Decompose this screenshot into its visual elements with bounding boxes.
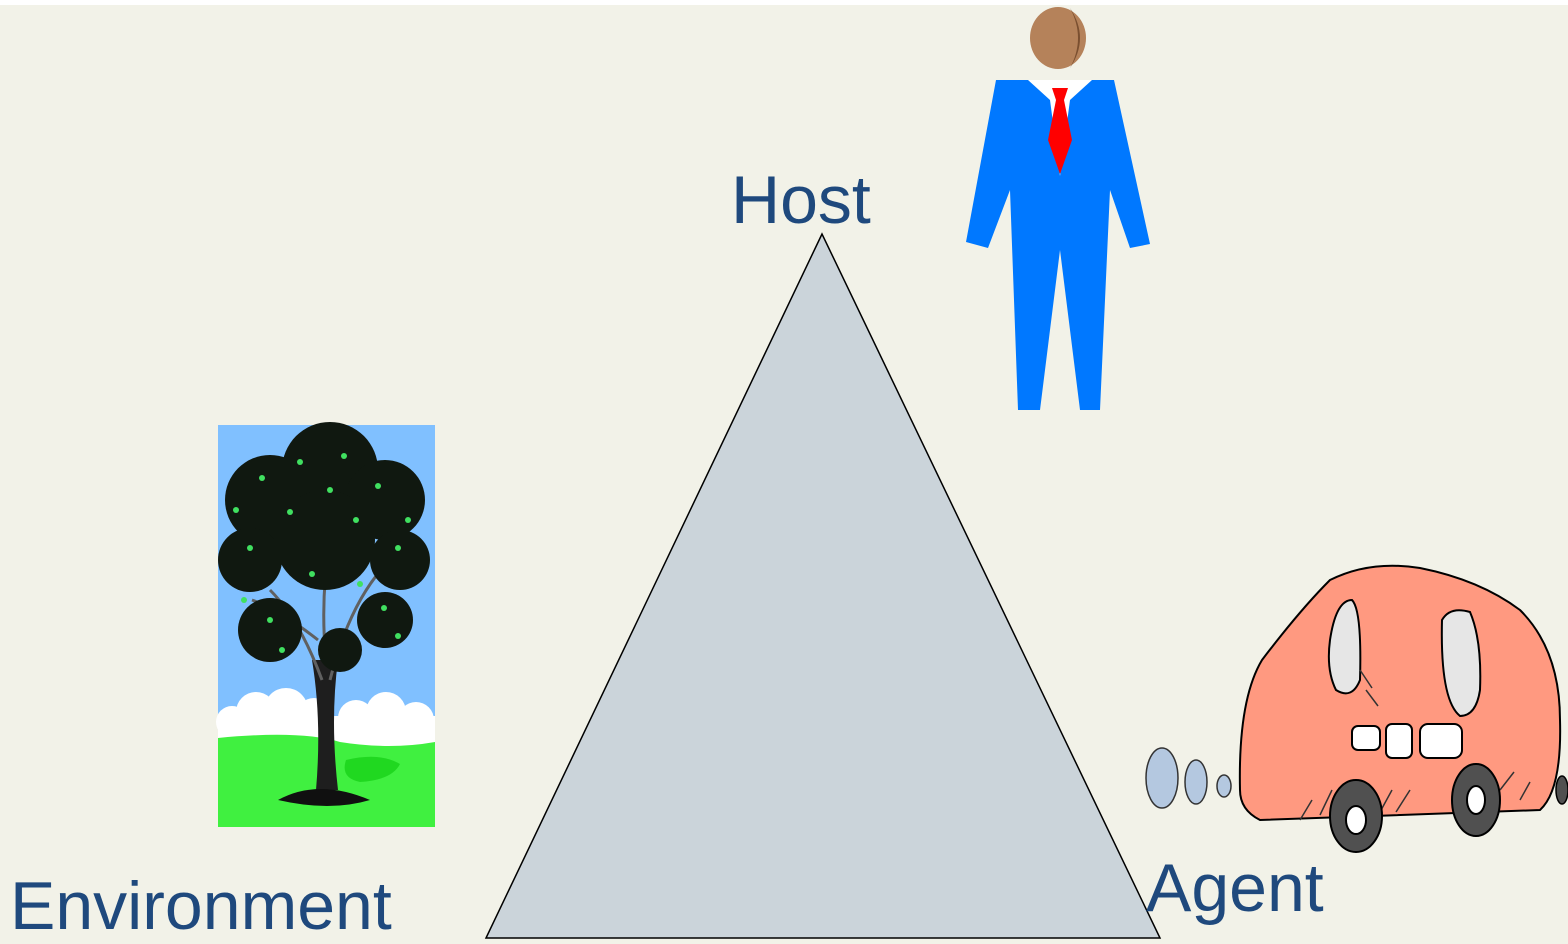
businessman-icon <box>966 7 1150 410</box>
car-icon <box>1145 564 1568 853</box>
host-label: Host <box>731 162 871 238</box>
agent-label: Agent <box>1146 850 1324 926</box>
environment-label: Environment <box>10 868 392 944</box>
triangle-shape <box>484 232 1162 939</box>
tree-icon <box>216 422 435 827</box>
top-border <box>0 0 1568 5</box>
